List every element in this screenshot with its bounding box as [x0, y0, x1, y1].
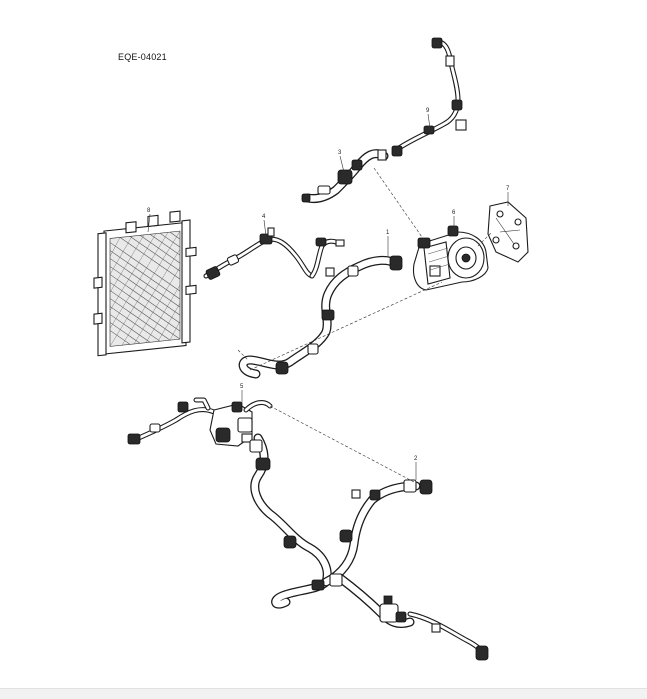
pipe-4	[203, 227, 345, 280]
expansion-valve-assembly	[127, 397, 273, 447]
callout-3: 3	[338, 150, 342, 156]
callout-4: 4	[262, 214, 266, 220]
callout-1: 1	[386, 230, 390, 236]
callout-7: 7	[506, 186, 510, 192]
hose-2	[249, 433, 489, 661]
hose-1	[238, 255, 403, 379]
connection-lines	[237, 167, 493, 483]
drawing-code: EQE-04021	[118, 52, 167, 62]
compressor	[412, 225, 489, 291]
callout-8: 8	[147, 208, 151, 214]
callout-6: 6	[452, 210, 456, 216]
callout-5: 5	[240, 384, 244, 390]
callouts: 8 4 1 3 9 6 7 5 2	[147, 108, 510, 462]
pipe-9	[391, 37, 467, 157]
leader-lines	[147, 113, 509, 480]
viewer-bottom-bar	[0, 688, 647, 699]
callout-2: 2	[414, 456, 418, 462]
bracket	[487, 201, 529, 263]
hose-3	[301, 149, 389, 203]
condenser	[93, 210, 197, 357]
callout-9: 9	[426, 108, 430, 114]
